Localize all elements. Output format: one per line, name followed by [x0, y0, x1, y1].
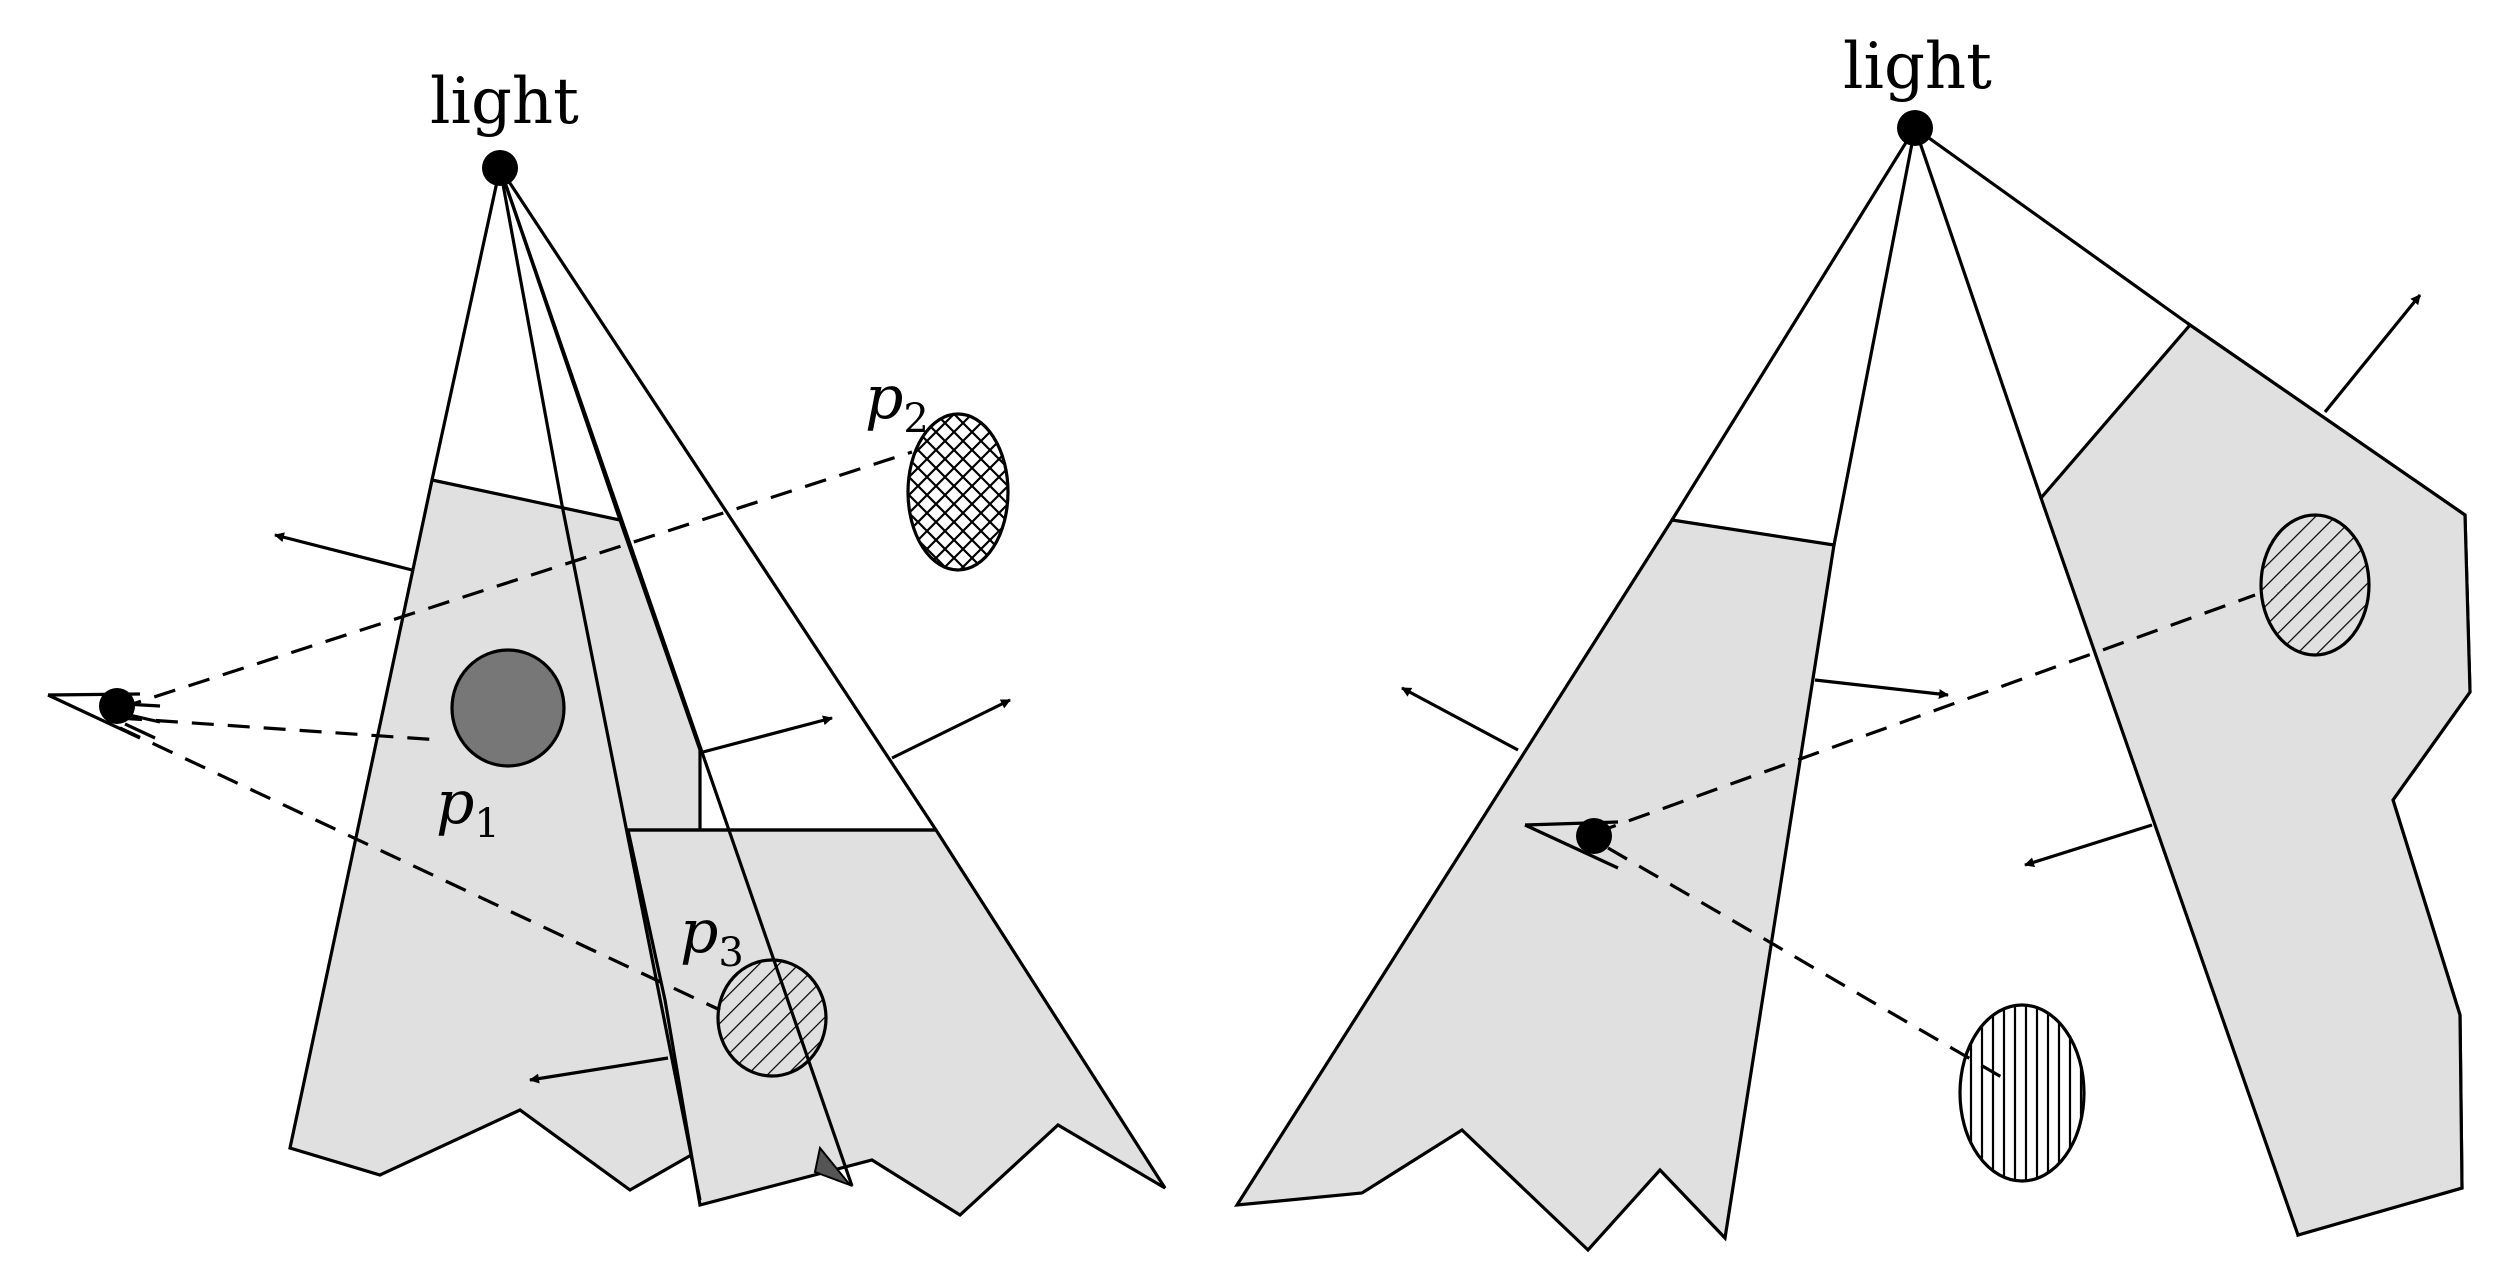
right-light-ray-right-2: [1914, 126, 2191, 327]
right-sightline-upper: [1594, 593, 2256, 835]
left-normal-arrow-3: [891, 698, 1011, 760]
right-light-label: light: [1843, 30, 1992, 104]
left-sightline-p3: [119, 726, 721, 1012]
left-panel: light p1 p2 p3: [47, 65, 1167, 1218]
right-light-ray-left: [1670, 127, 1917, 521]
label-p2: p2: [865, 363, 929, 442]
right-sightline-lower: [1607, 846, 2011, 1084]
right-shadow-volume-left: [1233, 518, 1836, 1253]
right-shadow-volume-right-inner: [2039, 322, 2472, 1237]
right-eye-icon: [1524, 818, 1619, 870]
right-normal-arrow-2: [1814, 678, 1949, 699]
label-p3: p3: [680, 897, 744, 976]
right-object-vertical-hatched: [1958, 1003, 2086, 1183]
left-eye-icon: [47, 688, 161, 740]
left-shadow-wedge: [813, 1145, 854, 1188]
object-p1-solid: [450, 648, 566, 768]
right-light-source-icon: [1897, 110, 1933, 146]
right-normal-arrow-1: [1401, 686, 1519, 752]
left-light-source-icon: [482, 150, 518, 186]
right-panel: light: [1233, 30, 2472, 1253]
left-normal-arrow-2: [702, 715, 833, 754]
object-p3-hatched: [716, 958, 828, 1078]
right-light-ray-right-1: [1913, 127, 2043, 499]
left-normal-arrow-4: [529, 1056, 669, 1084]
left-light-ray-outer-left: [430, 167, 502, 481]
right-object-diagonal-hatched: [2259, 513, 2371, 657]
right-normal-arrow-4: [2024, 823, 2153, 868]
left-normal-arrow-1: [274, 532, 413, 572]
left-sightline-p1: [119, 716, 441, 742]
left-light-ray-outer-right: [498, 167, 938, 831]
right-light-ray-middle: [1832, 127, 1917, 546]
left-shadow-volume-2: [626, 828, 1167, 1218]
left-ray-inner-edge: [560, 504, 702, 1201]
left-light-label: light: [430, 65, 579, 139]
label-p1: p1: [436, 768, 500, 847]
left-sightline-p2: [119, 450, 913, 710]
right-normal-arrow-3: [2323, 293, 2422, 414]
object-p2-crosshatched: [906, 412, 1010, 572]
left-light-ray-inner-2: [498, 167, 564, 506]
